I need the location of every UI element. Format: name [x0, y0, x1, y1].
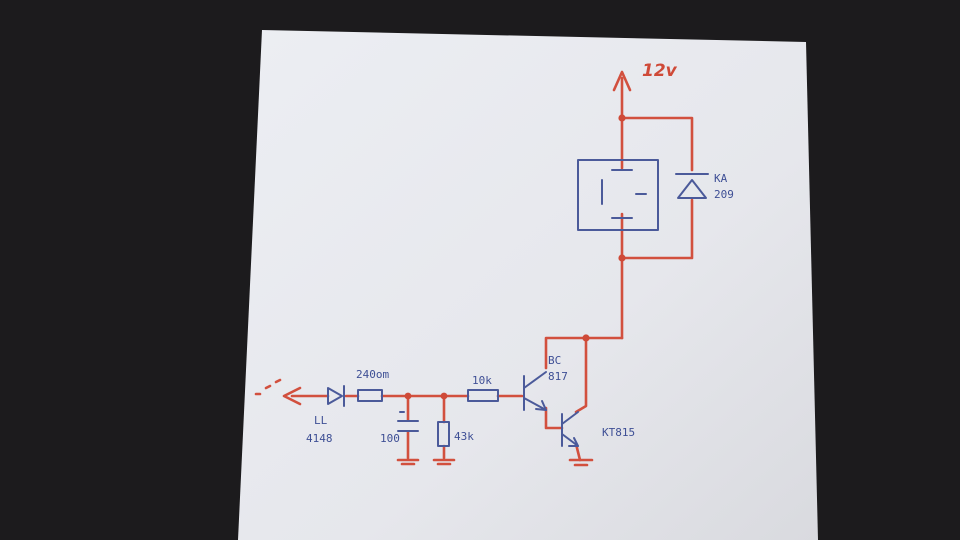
relay-box: [577, 159, 659, 231]
base-resistor-label: 10k: [472, 374, 492, 387]
capacitor-label: 100: [380, 432, 400, 445]
relay-label-1: KA: [714, 172, 728, 185]
input-diode-icon: [327, 385, 345, 407]
input-dots: [254, 378, 282, 396]
junction-dots: [404, 114, 626, 400]
base-resistor-icon: [467, 389, 499, 402]
flyback-diode-icon: [675, 173, 709, 199]
wires: [282, 70, 694, 462]
transistor-1-label-2: 817: [548, 370, 568, 383]
diode-label-2: 4148: [306, 432, 333, 445]
transistor-bc817-icon: [523, 371, 547, 411]
transistor-1-label-1: BC: [548, 354, 561, 367]
paper-sheet: [238, 30, 818, 540]
supply-label: 12v: [642, 61, 678, 81]
ground-icon: [396, 458, 594, 467]
transistor-kt815-icon: [561, 411, 579, 447]
relay-label-2: 209: [714, 188, 734, 201]
series-resistor-icon: [357, 389, 383, 402]
shunt-resistor-label: 43k: [454, 430, 474, 443]
diode-label-1: LL: [314, 414, 328, 427]
series-resistor-label: 240om: [356, 368, 389, 381]
transistor-2-label: KT815: [602, 426, 635, 439]
shunt-resistor-icon: [437, 421, 450, 447]
capacitor-icon: [397, 411, 419, 432]
